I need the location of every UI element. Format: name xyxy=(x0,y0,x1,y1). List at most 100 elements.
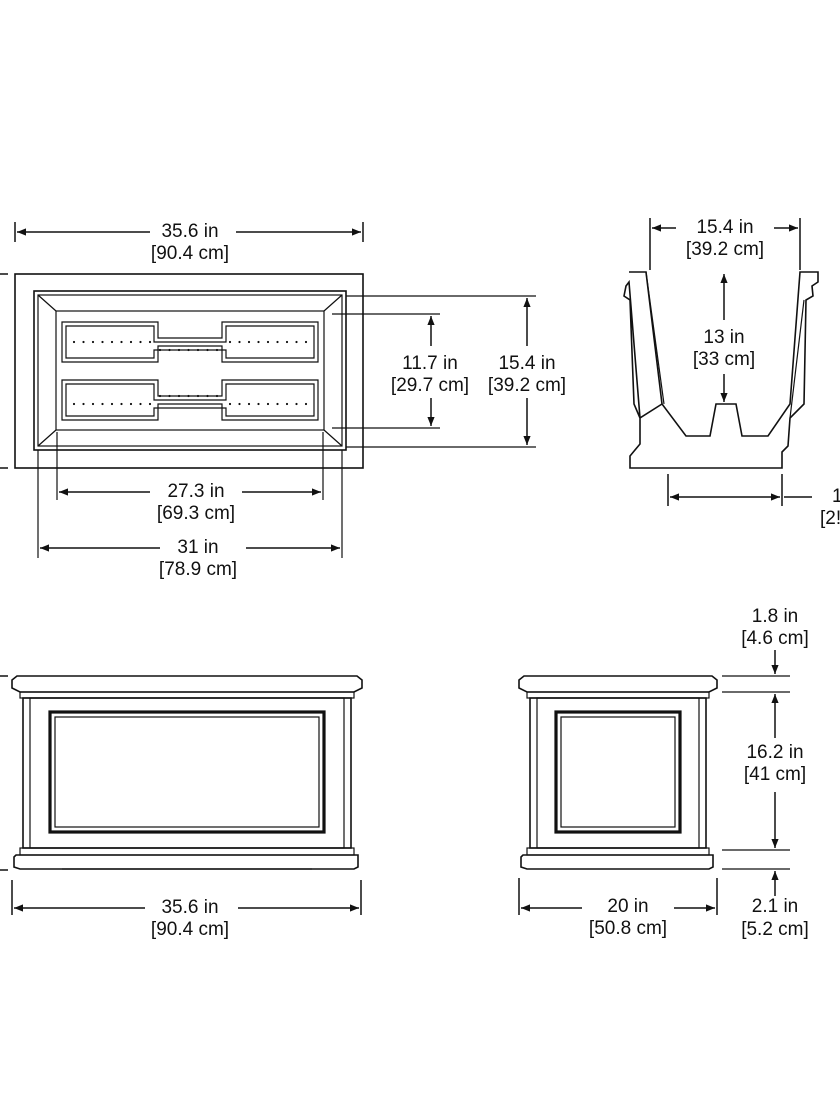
dim-side-overall-width-in: 20 in xyxy=(607,896,648,917)
drain-hole xyxy=(101,402,104,406)
drain-hole xyxy=(247,402,251,406)
dim-side-cap-height: 1.8 in [4.6 cm] xyxy=(741,606,809,674)
dim-side-overall-width-cm: [50.8 cm] xyxy=(589,918,667,939)
drain-hole xyxy=(91,340,95,344)
drain-hole xyxy=(82,340,85,344)
drain-hole xyxy=(187,348,190,352)
dim-section-bottom-width-in: 1 xyxy=(832,486,840,507)
drain-hole xyxy=(238,402,241,406)
dim-side-overall-width: 20 in [50.8 cm] xyxy=(518,878,718,939)
dim-side-cap-height-in: 1.8 in xyxy=(752,606,798,627)
drain-hole xyxy=(91,402,95,406)
section-view-profile xyxy=(623,271,819,469)
drain-hole xyxy=(148,402,152,406)
drain-hole xyxy=(196,394,200,398)
drain-hole xyxy=(228,340,232,344)
side-view: 1.8 in [4.6 cm] 16.2 in [41 cm] 2.1 in [… xyxy=(518,606,809,940)
dim-top-overall-width: 35.6 in [90.4 cm] xyxy=(14,221,364,264)
drain-hole xyxy=(148,340,152,344)
front-view-panel xyxy=(48,710,326,834)
dim-side-body-height: 16.2 in [41 cm] xyxy=(744,694,806,848)
drain-hole xyxy=(257,340,260,344)
top-view-upper-drain-channel xyxy=(61,321,319,363)
drain-hole xyxy=(139,340,142,344)
drain-hole xyxy=(187,394,190,398)
dim-top-overall-width-in: 35.6 in xyxy=(161,221,218,242)
dim-section-insert-height-cm: [33 cm] xyxy=(693,349,755,370)
drain-hole xyxy=(110,340,114,344)
drain-hole xyxy=(72,340,76,344)
dim-section-bottom-width: 1 [2! xyxy=(667,474,840,529)
dim-insert-depth-in: 15.4 in xyxy=(498,353,555,374)
top-view-drain-holes xyxy=(72,340,308,406)
drain-hole xyxy=(238,340,241,344)
drain-hole xyxy=(304,402,308,406)
dim-side-base-height-in: 2.1 in xyxy=(752,896,798,917)
dim-front-overall-width-cm: [90.4 cm] xyxy=(151,919,229,940)
dim-insert-bottom-width-cm: [69.3 cm] xyxy=(157,503,235,524)
dim-insert-top-width-cm: [78.9 cm] xyxy=(159,559,237,580)
drain-hole xyxy=(266,402,270,406)
section-view: 15.4 in [39.2 cm] 13 in [33 cm] 1 [2! xyxy=(623,217,840,529)
drain-hole xyxy=(247,340,251,344)
top-view-insert-tray xyxy=(33,290,347,451)
side-view-base xyxy=(526,847,710,856)
dim-front-overall-width-in: 35.6 in xyxy=(161,897,218,918)
drain-hole xyxy=(177,348,181,352)
drain-hole xyxy=(276,340,279,344)
front-view-cap xyxy=(11,675,363,693)
drain-hole xyxy=(177,394,181,398)
front-view: 35.6 in [90.4 cm] xyxy=(0,675,363,940)
drain-hole xyxy=(285,402,289,406)
dim-insert-top-width-in: 31 in xyxy=(177,537,218,558)
dim-side-body-height-in: 16.2 in xyxy=(746,742,803,763)
drain-hole xyxy=(158,348,162,352)
dim-inner-insert-depth-cm: [29.7 cm] xyxy=(391,375,469,396)
dim-inner-insert-depth-in: 11.7 in xyxy=(402,353,458,374)
front-view-base xyxy=(19,847,355,856)
dim-section-insert-height-in: 13 in xyxy=(703,327,744,348)
dim-inner-insert-depth: 11.7 in [29.7 cm] xyxy=(332,313,469,429)
drain-hole xyxy=(276,402,279,406)
front-view-body xyxy=(22,697,352,849)
drain-hole xyxy=(304,340,308,344)
drain-hole xyxy=(168,394,171,398)
drain-hole xyxy=(120,402,123,406)
dim-section-top-width-cm: [39.2 cm] xyxy=(686,239,764,260)
drain-hole xyxy=(82,402,85,406)
drain-hole xyxy=(110,402,114,406)
drain-hole xyxy=(215,394,219,398)
dim-insert-depth-cm: [39.2 cm] xyxy=(488,375,566,396)
drain-hole xyxy=(266,340,270,344)
drain-hole xyxy=(129,340,133,344)
drain-hole xyxy=(129,402,133,406)
dim-insert-bottom-width-in: 27.3 in xyxy=(167,481,224,502)
dim-section-bottom-width-cm: [2! xyxy=(820,508,840,529)
drain-hole xyxy=(72,402,76,406)
dim-section-insert-height: 13 in [33 cm] xyxy=(693,274,755,402)
dim-top-overall-width-cm: [90.4 cm] xyxy=(151,243,229,264)
drain-hole xyxy=(295,340,298,344)
dim-side-body-height-cm: [41 cm] xyxy=(744,764,806,785)
top-view-lower-drain-channel xyxy=(61,379,319,421)
drain-hole xyxy=(120,340,123,344)
dim-insert-depth: 15.4 in [39.2 cm] xyxy=(346,295,566,448)
drain-hole xyxy=(257,402,260,406)
drain-hole xyxy=(285,340,289,344)
drain-hole xyxy=(206,348,209,352)
dim-insert-top-width: 31 in [78.9 cm] xyxy=(37,450,343,580)
drain-hole xyxy=(215,348,219,352)
dim-side-base-height: 2.1 in [5.2 cm] xyxy=(741,871,809,940)
drain-hole xyxy=(228,402,232,406)
dim-insert-bottom-width: 27.3 in [69.3 cm] xyxy=(56,432,324,524)
side-view-panel xyxy=(554,710,682,834)
dim-side-base-height-cm: [5.2 cm] xyxy=(741,919,809,940)
drain-hole xyxy=(206,394,209,398)
drain-hole xyxy=(196,348,200,352)
top-view: 35.6 in [90.4 cm] 11.7 in [29.7 cm] 15.4… xyxy=(0,221,566,580)
drain-hole xyxy=(101,340,104,344)
side-view-cap xyxy=(518,675,718,693)
drain-hole xyxy=(139,402,142,406)
drain-hole xyxy=(295,402,298,406)
